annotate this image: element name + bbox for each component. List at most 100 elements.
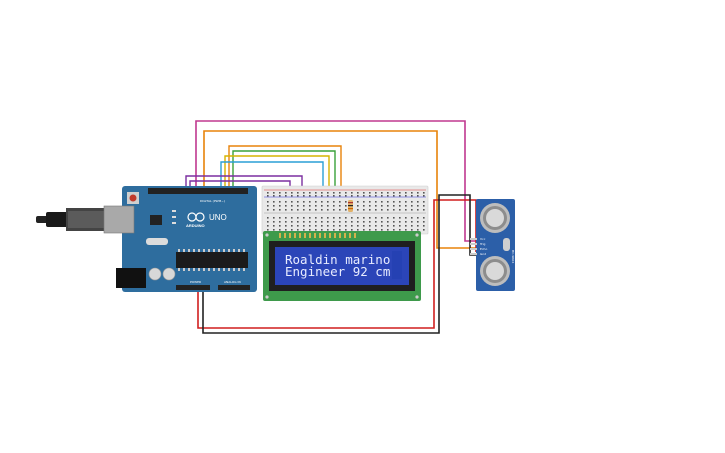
breadboard-hole[interactable]: [279, 221, 281, 223]
breadboard-hole[interactable]: [381, 217, 383, 219]
breadboard-hole[interactable]: [375, 225, 377, 227]
breadboard-hole[interactable]: [303, 217, 305, 219]
breadboard-hole[interactable]: [321, 195, 323, 197]
wire-yellow[interactable]: [224, 155, 330, 212]
wire-green[interactable]: [232, 150, 336, 212]
breadboard-hole[interactable]: [345, 192, 347, 194]
breadboard-hole[interactable]: [309, 221, 311, 223]
breadboard-hole[interactable]: [279, 205, 281, 207]
breadboard-hole[interactable]: [357, 205, 359, 207]
breadboard-hole[interactable]: [291, 221, 293, 223]
breadboard-hole[interactable]: [381, 225, 383, 227]
breadboard-hole[interactable]: [393, 195, 395, 197]
breadboard-hole[interactable]: [381, 229, 383, 231]
breadboard-hole[interactable]: [279, 192, 281, 194]
breadboard-hole[interactable]: [423, 205, 425, 207]
breadboard-hole[interactable]: [399, 209, 401, 211]
breadboard-hole[interactable]: [405, 225, 407, 227]
breadboard-hole[interactable]: [285, 229, 287, 231]
breadboard-hole[interactable]: [375, 217, 377, 219]
breadboard-hole[interactable]: [315, 225, 317, 227]
breadboard-hole[interactable]: [387, 205, 389, 207]
breadboard-hole[interactable]: [303, 205, 305, 207]
breadboard-hole[interactable]: [297, 225, 299, 227]
breadboard-hole[interactable]: [399, 229, 401, 231]
breadboard-hole[interactable]: [411, 205, 413, 207]
breadboard-hole[interactable]: [357, 221, 359, 223]
breadboard-hole[interactable]: [375, 229, 377, 231]
breadboard-hole[interactable]: [333, 225, 335, 227]
breadboard-hole[interactable]: [399, 195, 401, 197]
breadboard-hole[interactable]: [387, 209, 389, 211]
breadboard-hole[interactable]: [393, 221, 395, 223]
breadboard-hole[interactable]: [315, 201, 317, 203]
breadboard-hole[interactable]: [387, 217, 389, 219]
breadboard-hole[interactable]: [327, 209, 329, 211]
breadboard-hole[interactable]: [417, 192, 419, 194]
breadboard-hole[interactable]: [303, 201, 305, 203]
breadboard-hole[interactable]: [363, 201, 365, 203]
breadboard-hole[interactable]: [375, 209, 377, 211]
breadboard-hole[interactable]: [309, 195, 311, 197]
breadboard-hole[interactable]: [309, 229, 311, 231]
breadboard-hole[interactable]: [411, 195, 413, 197]
breadboard-hole[interactable]: [405, 217, 407, 219]
breadboard-hole[interactable]: [357, 217, 359, 219]
breadboard-hole[interactable]: [351, 225, 353, 227]
breadboard-hole[interactable]: [303, 221, 305, 223]
breadboard-hole[interactable]: [345, 195, 347, 197]
breadboard-hole[interactable]: [405, 229, 407, 231]
breadboard-hole[interactable]: [369, 225, 371, 227]
breadboard-hole[interactable]: [273, 209, 275, 211]
breadboard-hole[interactable]: [369, 205, 371, 207]
breadboard-hole[interactable]: [417, 195, 419, 197]
breadboard-hole[interactable]: [369, 229, 371, 231]
breadboard-hole[interactable]: [297, 229, 299, 231]
breadboard-hole[interactable]: [375, 192, 377, 194]
breadboard-hole[interactable]: [315, 217, 317, 219]
breadboard-hole[interactable]: [267, 225, 269, 227]
breadboard-hole[interactable]: [387, 201, 389, 203]
breadboard-hole[interactable]: [369, 209, 371, 211]
breadboard-hole[interactable]: [351, 221, 353, 223]
breadboard-hole[interactable]: [315, 229, 317, 231]
breadboard-hole[interactable]: [321, 205, 323, 207]
breadboard-hole[interactable]: [285, 221, 287, 223]
breadboard-hole[interactable]: [303, 229, 305, 231]
breadboard-hole[interactable]: [291, 229, 293, 231]
breadboard-hole[interactable]: [285, 205, 287, 207]
breadboard-hole[interactable]: [387, 225, 389, 227]
breadboard-hole[interactable]: [303, 195, 305, 197]
breadboard-hole[interactable]: [405, 209, 407, 211]
breadboard-hole[interactable]: [381, 201, 383, 203]
breadboard-hole[interactable]: [297, 205, 299, 207]
breadboard-hole[interactable]: [375, 205, 377, 207]
breadboard-hole[interactable]: [285, 201, 287, 203]
breadboard-hole[interactable]: [321, 209, 323, 211]
breadboard-hole[interactable]: [309, 225, 311, 227]
breadboard-hole[interactable]: [273, 221, 275, 223]
breadboard-hole[interactable]: [279, 229, 281, 231]
breadboard-hole[interactable]: [417, 221, 419, 223]
breadboard-hole[interactable]: [333, 209, 335, 211]
breadboard-hole[interactable]: [399, 201, 401, 203]
breadboard-hole[interactable]: [327, 217, 329, 219]
breadboard-hole[interactable]: [393, 229, 395, 231]
breadboard[interactable]: [261, 185, 429, 235]
breadboard-hole[interactable]: [297, 192, 299, 194]
breadboard-hole[interactable]: [279, 217, 281, 219]
breadboard-hole[interactable]: [345, 217, 347, 219]
breadboard-hole[interactable]: [285, 195, 287, 197]
breadboard-hole[interactable]: [297, 201, 299, 203]
breadboard-hole[interactable]: [297, 217, 299, 219]
breadboard-hole[interactable]: [285, 192, 287, 194]
breadboard-hole[interactable]: [267, 229, 269, 231]
breadboard-hole[interactable]: [363, 225, 365, 227]
breadboard-hole[interactable]: [405, 221, 407, 223]
breadboard-hole[interactable]: [267, 201, 269, 203]
breadboard-hole[interactable]: [339, 195, 341, 197]
breadboard-hole[interactable]: [357, 229, 359, 231]
breadboard-hole[interactable]: [291, 192, 293, 194]
breadboard-hole[interactable]: [339, 217, 341, 219]
breadboard-hole[interactable]: [273, 201, 275, 203]
